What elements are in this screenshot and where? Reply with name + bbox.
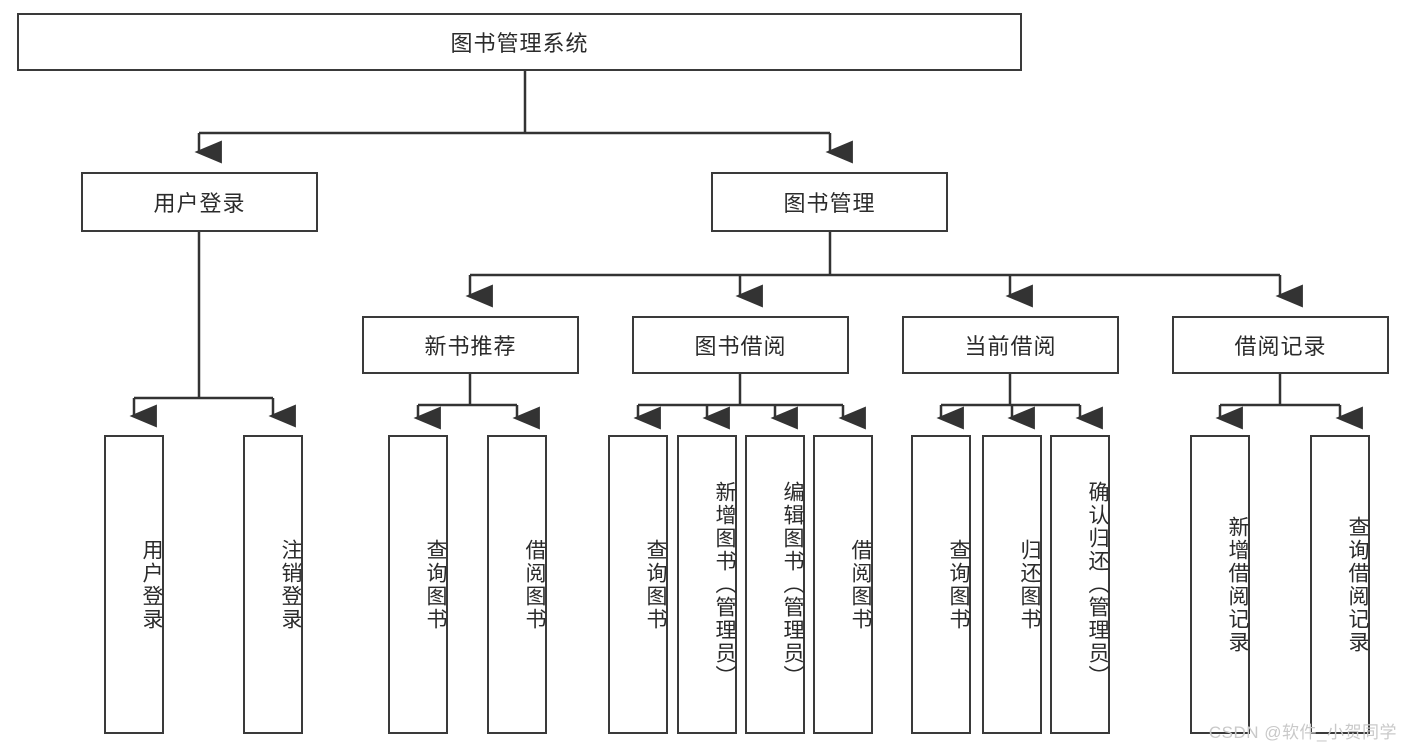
- leaf-user-logout[interactable]: 注销登录: [243, 435, 303, 734]
- node-new-book-recommend[interactable]: 新书推荐: [362, 316, 579, 374]
- leaf-query-borrow-record[interactable]: 查询借阅记录: [1310, 435, 1370, 734]
- node-root[interactable]: 图书管理系统: [17, 13, 1022, 71]
- leaf-add-book-admin-label: 新增图书（管理员）: [713, 481, 736, 688]
- leaf-edit-book-admin[interactable]: 编辑图书（管理员）: [745, 435, 805, 734]
- leaf-return-books-label: 归还图书: [1018, 538, 1041, 631]
- node-book-management-label: 图书管理: [783, 191, 876, 216]
- leaf-user-login[interactable]: 用户登录: [104, 435, 164, 734]
- leaf-query-borrow-record-label: 查询借阅记录: [1346, 515, 1369, 654]
- node-user-login-label: 用户登录: [153, 191, 246, 216]
- node-user-login[interactable]: 用户登录: [81, 172, 318, 232]
- leaf-add-borrow-record[interactable]: 新增借阅记录: [1190, 435, 1250, 734]
- leaf-add-book-admin[interactable]: 新增图书（管理员）: [677, 435, 737, 734]
- node-new-book-recommend-label: 新书推荐: [424, 334, 517, 359]
- node-book-borrow[interactable]: 图书借阅: [632, 316, 849, 374]
- leaf-user-logout-label: 注销登录: [279, 538, 302, 631]
- leaf-recommend-query-books-label: 查询图书: [424, 538, 447, 631]
- node-book-management[interactable]: 图书管理: [711, 172, 948, 232]
- leaf-borrow-query-books-label: 查询图书: [644, 538, 667, 631]
- leaf-recommend-borrow-books-label: 借阅图书: [523, 538, 546, 631]
- leaf-confirm-return-admin-label: 确认归还（管理员）: [1086, 481, 1109, 688]
- leaf-recommend-query-books[interactable]: 查询图书: [388, 435, 448, 734]
- node-borrow-record[interactable]: 借阅记录: [1172, 316, 1389, 374]
- leaf-current-query-books-label: 查询图书: [947, 538, 970, 631]
- node-root-label: 图书管理系统: [450, 31, 589, 56]
- leaf-current-query-books[interactable]: 查询图书: [911, 435, 971, 734]
- node-current-borrow[interactable]: 当前借阅: [902, 316, 1119, 374]
- leaf-user-login-label: 用户登录: [140, 538, 163, 631]
- node-current-borrow-label: 当前借阅: [964, 334, 1057, 359]
- watermark-text: CSDN @软件_小贺同学: [1208, 723, 1397, 742]
- node-borrow-record-label: 借阅记录: [1234, 334, 1327, 359]
- node-book-borrow-label: 图书借阅: [694, 334, 787, 359]
- leaf-confirm-return-admin[interactable]: 确认归还（管理员）: [1050, 435, 1110, 734]
- leaf-borrow-books[interactable]: 借阅图书: [813, 435, 873, 734]
- leaf-return-books[interactable]: 归还图书: [982, 435, 1042, 734]
- leaf-recommend-borrow-books[interactable]: 借阅图书: [487, 435, 547, 734]
- leaf-add-borrow-record-label: 新增借阅记录: [1226, 515, 1249, 654]
- leaf-edit-book-admin-label: 编辑图书（管理员）: [781, 481, 804, 688]
- leaf-borrow-books-label: 借阅图书: [849, 538, 872, 631]
- leaf-borrow-query-books[interactable]: 查询图书: [608, 435, 668, 734]
